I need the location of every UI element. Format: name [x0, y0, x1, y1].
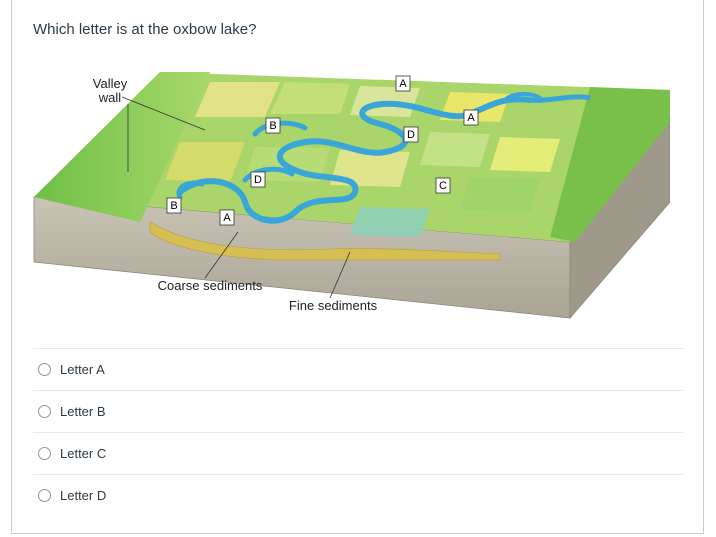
oxbow-lake-d [242, 166, 295, 183]
letter-a-lower: A [219, 209, 235, 226]
radio-button[interactable] [38, 447, 51, 460]
question-text: Which letter is at the oxbow lake? [33, 21, 257, 38]
svg-text:A: A [223, 212, 231, 224]
answer-label: Letter C [60, 446, 107, 461]
radio-button[interactable] [38, 363, 51, 376]
river-continuation [529, 94, 591, 103]
svg-text:B: B [170, 200, 177, 212]
answer-option-a[interactable]: Letter A [33, 348, 683, 390]
letter-d-left: D [250, 171, 266, 188]
answer-list: Letter A Letter B Letter C Letter D [33, 348, 683, 516]
letter-a-right: A [463, 109, 479, 126]
right-valley-wall [550, 87, 670, 242]
letter-d-right: D [403, 126, 419, 143]
svg-text:D: D [407, 129, 415, 141]
coarse-sediments-pointer [204, 231, 239, 279]
coarse-sediments-label: Coarse sediments [158, 278, 263, 293]
letter-c: C [435, 177, 451, 194]
letter-b-upper: B [265, 117, 281, 134]
answer-option-c[interactable]: Letter C [33, 432, 683, 474]
valley-wall-label-line1: Valley [93, 76, 128, 91]
oxbow-lake-a [500, 91, 542, 104]
answer-label: Letter D [60, 488, 107, 503]
valley-wall-label-line2: wall [98, 90, 122, 105]
letter-a-top: A [395, 75, 411, 92]
answer-label: Letter B [60, 404, 106, 419]
meandering-river [177, 96, 533, 224]
answer-option-d[interactable]: Letter D [33, 474, 683, 516]
svg-text:C: C [439, 180, 447, 192]
valley-wall-pointer-1 [121, 96, 206, 131]
fine-sediments-label: Fine sediments [289, 298, 378, 313]
radio-button[interactable] [38, 489, 51, 502]
sediment-layer [149, 221, 501, 261]
svg-text:A: A [399, 78, 407, 90]
radio-button[interactable] [38, 405, 51, 418]
floodplain-diagram: B B D D A A A C Valley wall Coarse sedim… [33, 72, 670, 320]
svg-text:B: B [269, 120, 276, 132]
svg-text:A: A [467, 112, 475, 124]
oxbow-lake-b-lower [176, 180, 205, 200]
fine-sediments-pointer [329, 251, 351, 299]
left-valley-wall [34, 72, 210, 222]
answer-option-b[interactable]: Letter B [33, 390, 683, 432]
answer-label: Letter A [60, 362, 105, 377]
letter-b-lower: B [166, 197, 182, 214]
svg-text:D: D [254, 174, 262, 186]
